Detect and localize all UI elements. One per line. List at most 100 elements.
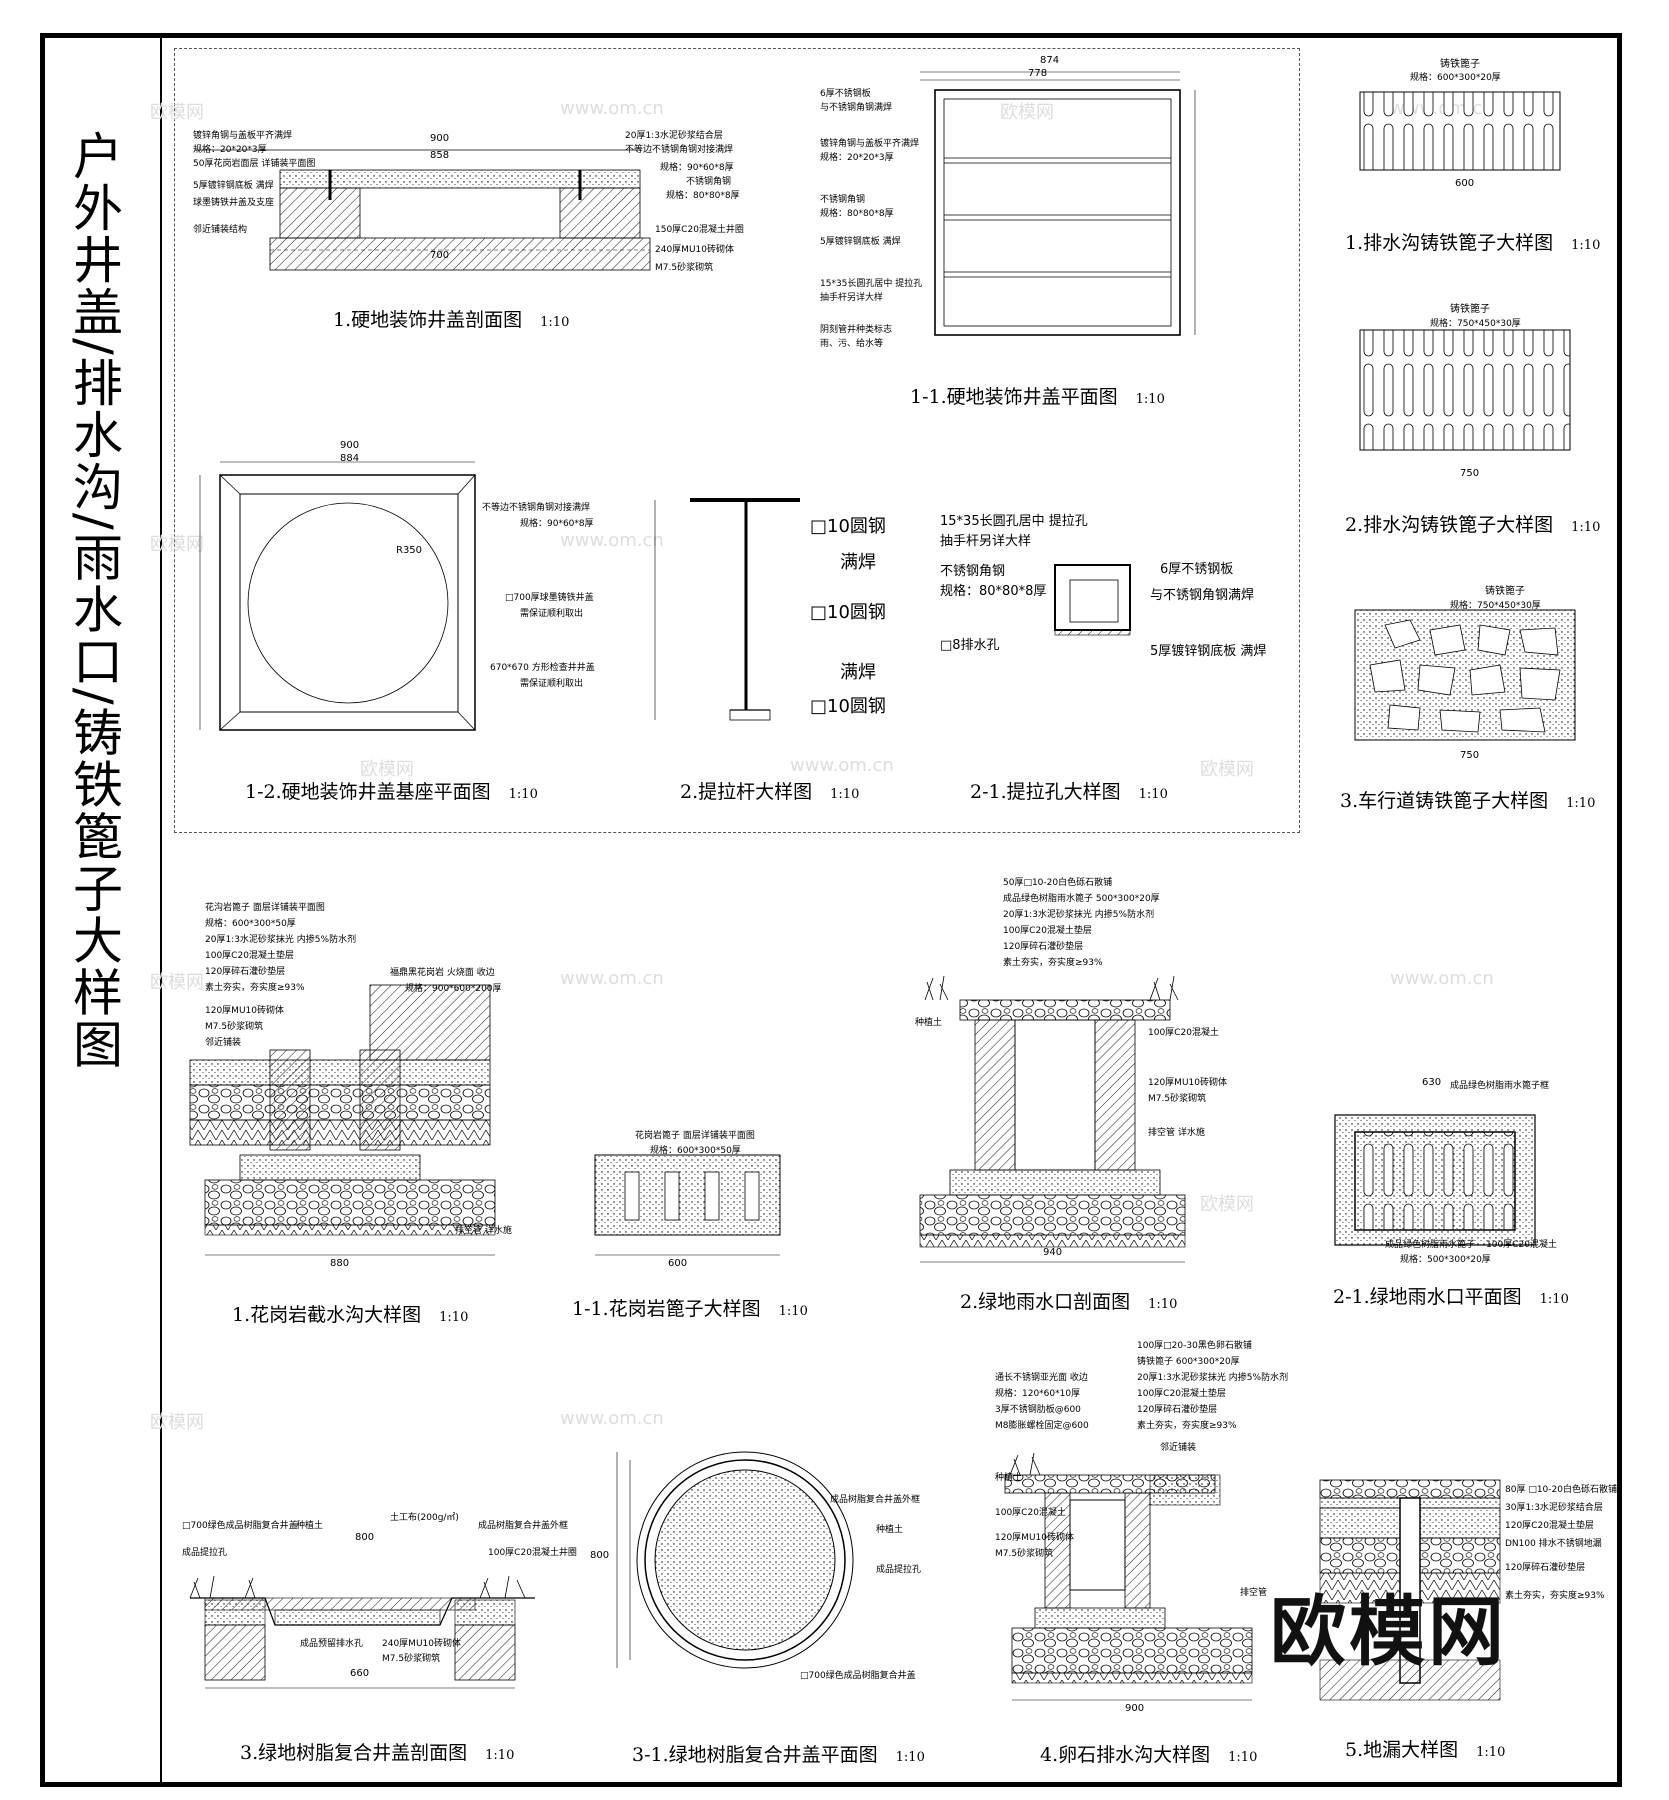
note: 120厚MU10砖砌体 xyxy=(205,1006,284,1016)
note: 100厚C20混凝土 xyxy=(1486,1240,1557,1250)
watermark: www.om.cn xyxy=(560,968,664,989)
note: 球墨铸铁井盖及支座 xyxy=(193,198,275,208)
note: 100厚□20-30黑色卵石散铺 xyxy=(1137,1341,1252,1351)
dim: 900 xyxy=(1125,1703,1145,1714)
dim: 630 xyxy=(1422,1077,1442,1088)
note: 邻近铺装结构 xyxy=(193,225,248,235)
note: 铸铁篦子 600*300*20厚 xyxy=(1137,1357,1240,1367)
watermark: 欧模网 xyxy=(1000,102,1054,123)
dim: 900 xyxy=(430,133,450,144)
note: 排空管 详水施 xyxy=(455,1226,512,1236)
note: 不等边不锈钢角钢对接满焊 xyxy=(625,145,734,155)
resin-cover-plan-drawing xyxy=(616,1451,854,1669)
note: M7.5砂浆砌筑 xyxy=(1148,1094,1207,1104)
brand-watermark: 欧模网 xyxy=(1270,1587,1507,1676)
note: 成品提拉孔 xyxy=(876,1565,922,1575)
note: 不锈钢角钢 xyxy=(686,177,732,187)
note: DN100 排水不锈钢地漏 xyxy=(1505,1539,1602,1549)
note: 120厚MU10砖砌体 xyxy=(1148,1078,1227,1088)
note: 20厚1:3水泥砂浆抹光 内掺5%防水剂 xyxy=(1137,1373,1289,1383)
note: 100厚C20混凝土 xyxy=(995,1508,1066,1518)
note: 成品绿色树脂雨水篦子框 xyxy=(1450,1081,1550,1091)
note: M7.5砂浆砌筑 xyxy=(655,263,714,273)
note: □700绿色成品树脂复合井盖 xyxy=(182,1521,298,1531)
note: 5厚镀锌钢底板 满焊 xyxy=(193,181,274,191)
grate-size: 规格：750*450*30厚 xyxy=(1450,601,1541,611)
resin-cover-section-drawing xyxy=(189,1575,535,1689)
watermark: 欧模网 xyxy=(150,534,204,555)
note: 5厚镀锌钢底板 满焊 xyxy=(820,237,901,247)
note: 100厚C20混凝土 xyxy=(1148,1028,1219,1038)
note: 规格：20*20*3厚 xyxy=(820,153,894,163)
watermark: 欧模网 xyxy=(150,102,204,123)
note: 种植土 xyxy=(915,1018,943,1028)
label: □10圆钢 xyxy=(810,696,886,717)
watermark: 欧模网 xyxy=(150,972,204,993)
note: 规格：120*60*10厚 xyxy=(995,1389,1081,1399)
dim: 800 xyxy=(590,1550,610,1561)
dim: 750 xyxy=(1460,750,1480,761)
dim: R350 xyxy=(396,545,423,556)
note: 素土夯实，夯实度≥93% xyxy=(1505,1591,1605,1601)
note: 100厚C20混凝土垫层 xyxy=(205,951,294,961)
dim: 600 xyxy=(668,1258,688,1269)
dim: 874 xyxy=(1040,55,1060,66)
lifting-rod-drawing xyxy=(654,498,800,721)
note: 50厚花岗岩面层 详铺装平面图 xyxy=(193,159,316,169)
note: 成品绿色树脂雨水篦子 xyxy=(1385,1240,1476,1250)
note: 20厚1:3水泥砂浆抹光 内掺5%防水剂 xyxy=(205,935,357,945)
note: 排空管 详水施 xyxy=(1148,1128,1205,1138)
note: M8膨胀螺栓固定@600 xyxy=(995,1421,1089,1431)
note: 15*35长圆孔居中 提拉孔 xyxy=(820,279,923,289)
note: 规格：600*300*50厚 xyxy=(650,1146,741,1156)
note: M7.5砂浆砌筑 xyxy=(995,1549,1054,1559)
page-title: 户外井盖/排水沟/雨水口/铸铁篦子大样图 xyxy=(65,130,123,1071)
note: 种植土 xyxy=(995,1473,1023,1483)
note: M7.5砂浆砌筑 xyxy=(205,1022,264,1032)
note: 5厚镀锌钢底板 满焊 xyxy=(1150,644,1267,659)
lifting-hole-drawing xyxy=(1054,564,1131,636)
note: □700绿色成品树脂复合井盖 xyxy=(800,1671,916,1681)
dim: 940 xyxy=(1043,1247,1063,1258)
note: 成品树脂复合井盖外框 xyxy=(830,1495,921,1505)
grate-spec: 铸铁篦子 xyxy=(1485,586,1525,597)
note: 福鼎黑花岗岩 火烧面 收边 xyxy=(390,968,495,978)
watermark: www.om.cn xyxy=(560,530,664,551)
note: 120厚C20混凝土垫层 xyxy=(1505,1521,1594,1531)
note: 不等边不锈钢角钢对接满焊 xyxy=(482,503,591,513)
note: 排空管 xyxy=(1240,1588,1268,1598)
note: 成品预留排水孔 xyxy=(300,1639,364,1649)
dim: 660 xyxy=(350,1668,370,1679)
note: 邻近铺装 xyxy=(1160,1443,1197,1453)
note: 15*35长圆孔居中 提拉孔 xyxy=(940,514,1088,529)
cover-section-drawing xyxy=(195,149,651,271)
note: 土工布(200g/㎡) xyxy=(390,1513,459,1523)
note: 30厚1:3水泥砂浆结合层 xyxy=(1505,1503,1603,1513)
note: 素土夯实，夯实度≥93% xyxy=(205,983,305,993)
label: 满焊 xyxy=(840,552,876,573)
note: 种植土 xyxy=(296,1521,324,1531)
granite-grate-drawing xyxy=(594,1154,781,1256)
dim: 880 xyxy=(330,1258,350,1269)
note: 20厚1:3水泥砂浆结合层 xyxy=(625,131,723,141)
note: □8排水孔 xyxy=(940,638,1000,653)
note: 规格：80*80*8厚 xyxy=(666,191,740,201)
watermark: www.om.cn xyxy=(1390,968,1494,989)
note: 花岗岩篦子 面层详铺装平面图 xyxy=(635,1131,755,1141)
label: □10圆钢 xyxy=(810,516,886,537)
dim: 858 xyxy=(430,150,450,161)
grate-1-drawing xyxy=(1359,91,1561,171)
note: 不锈钢角钢 xyxy=(820,195,866,205)
